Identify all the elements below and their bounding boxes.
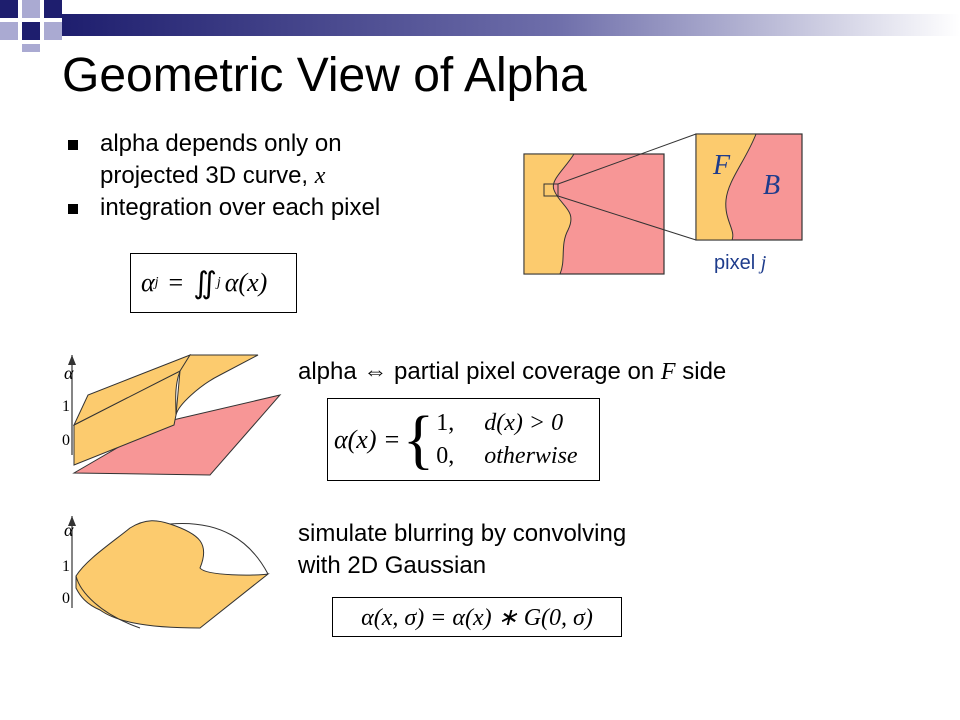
coverage-text: alpha ⇔ partial pixel coverage on F side bbox=[298, 356, 726, 388]
surface-edge bbox=[169, 522, 269, 575]
deco-square bbox=[0, 0, 18, 18]
eq-lhs: α(x) = bbox=[334, 424, 401, 454]
zoomed-foreground bbox=[695, 133, 757, 241]
case-value: 1, bbox=[436, 409, 455, 436]
bullet-item: integration over each pixel bbox=[62, 192, 502, 224]
case-condition: d(x) > 0 bbox=[484, 409, 564, 436]
bullet-square-icon bbox=[68, 204, 78, 214]
plot-label-one: 1 bbox=[62, 558, 70, 575]
double-arrow-icon: ⇔ bbox=[363, 358, 388, 385]
axis-arrow-icon bbox=[68, 516, 76, 526]
deco-square bbox=[22, 44, 40, 52]
coverage-text-part: alpha bbox=[298, 358, 364, 385]
deco-square bbox=[22, 22, 40, 40]
surface-edge bbox=[75, 575, 141, 629]
blur-text-line: with 2D Gaussian bbox=[298, 552, 487, 579]
axis-arrow-icon bbox=[68, 355, 76, 365]
foreground-edge bbox=[175, 354, 259, 416]
zoom-line bbox=[557, 195, 697, 241]
eq-symbol: α(x) bbox=[224, 268, 268, 297]
eq-operator: = bbox=[168, 268, 184, 297]
plot-label-one: 1 bbox=[62, 398, 70, 415]
smooth-surface bbox=[75, 520, 270, 629]
deco-square bbox=[0, 22, 18, 40]
slide-title: Geometric View of Alpha bbox=[62, 49, 587, 102]
bullet-text: integration over each pixel bbox=[100, 194, 381, 221]
plot-label-alpha: α bbox=[64, 520, 74, 540]
gaussian-equation: α(x, σ) = α(x) ∗ G(0, σ) bbox=[332, 597, 622, 637]
bullet-square-icon bbox=[68, 140, 78, 150]
background-floor bbox=[72, 394, 282, 476]
step-alpha-plot bbox=[68, 354, 282, 476]
label-b: B bbox=[763, 170, 781, 201]
pixel-label-var: j bbox=[760, 252, 767, 274]
case-condition: otherwise bbox=[484, 442, 578, 469]
plot-label-zero: 0 bbox=[62, 432, 70, 449]
plot-label-zero: 0 bbox=[62, 590, 70, 607]
coverage-text-part: side bbox=[675, 358, 727, 385]
label-f: F bbox=[713, 150, 731, 181]
title-decoration-bar bbox=[0, 0, 960, 52]
eq-integral: ∬ bbox=[193, 266, 217, 300]
bullet-list: alpha depends only on projected 3D curve… bbox=[62, 128, 502, 224]
pixel-zoom-diagram bbox=[523, 133, 803, 275]
brace-icon: { bbox=[402, 402, 435, 476]
pixel-label: pixel j bbox=[714, 252, 766, 275]
piecewise-equation: α(x) = { 1, d(x) > 0 0, otherwise bbox=[327, 398, 600, 481]
eq-subscript: j bbox=[154, 275, 159, 290]
eq-symbol: α bbox=[141, 268, 155, 297]
deco-square bbox=[22, 0, 40, 18]
eq-subscript: j bbox=[216, 275, 221, 290]
zoom-line bbox=[557, 133, 697, 185]
pixel-marker bbox=[543, 183, 559, 197]
blur-text: simulate blurring by convolving with 2D … bbox=[298, 518, 626, 582]
foreground-region bbox=[523, 153, 575, 275]
bullet-text: projected 3D curve, bbox=[100, 162, 315, 189]
gradient-bar bbox=[62, 14, 960, 36]
case-value: 0, bbox=[436, 442, 455, 469]
eq-text: α(x, σ) = α(x) ∗ G(0, σ) bbox=[361, 604, 593, 631]
bullet-variable: x bbox=[314, 163, 326, 189]
smooth-alpha-plot bbox=[68, 516, 270, 629]
plot-label-alpha: α bbox=[64, 363, 74, 383]
eq-cases: 1, d(x) > 0 0, otherwise bbox=[436, 410, 577, 470]
pixel-label-text: pixel bbox=[714, 252, 761, 274]
blur-text-line: simulate blurring by convolving bbox=[298, 520, 627, 547]
deco-square bbox=[44, 0, 62, 18]
coverage-variable: F bbox=[660, 359, 676, 385]
deco-square bbox=[44, 22, 62, 40]
coverage-text-part: partial pixel coverage on bbox=[387, 358, 661, 385]
bullet-text: alpha depends only on bbox=[100, 130, 342, 157]
bullet-item: alpha depends only on projected 3D curve… bbox=[62, 128, 502, 192]
